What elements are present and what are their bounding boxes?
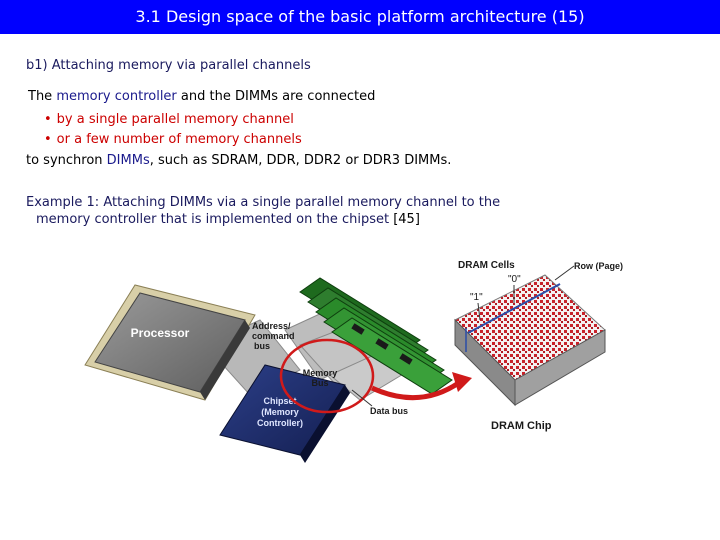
dram-chip-label: DRAM Chip — [491, 420, 552, 432]
address-bus-label-line2: command — [252, 331, 295, 341]
dimm-modules — [299, 277, 453, 395]
address-bus-label-line1: Address/ — [252, 321, 291, 331]
processor-label: Processor — [131, 326, 190, 340]
intro-highlight: memory controller — [56, 89, 177, 104]
bullet-list: by a single parallel memory channel or a… — [44, 110, 302, 150]
sync-suffix: , such as SDRAM, DDR, DDR2 or DDR3 DIMMs… — [149, 153, 452, 168]
sync-highlight: DIMMs — [106, 153, 150, 168]
section-heading: b1) Attaching memory via parallel channe… — [26, 58, 311, 73]
chipset-label-line3: Controller) — [257, 418, 303, 428]
dram-cells-label: DRAM Cells — [458, 260, 515, 271]
processor-chip: Processor — [84, 284, 256, 401]
intro-line: The memory controller and the DIMMs are … — [28, 89, 375, 104]
slide-title: 3.1 Design space of the basic platform a… — [0, 0, 720, 34]
memory-bus-label-line2: Bus — [311, 378, 328, 388]
dram-chip — [454, 274, 606, 407]
example-line-2-text: memory controller that is implemented on… — [36, 212, 390, 227]
cell-one-label: "1" — [470, 292, 483, 303]
arrow-head-icon — [452, 372, 472, 392]
intro-suffix: and the DIMMs are connected — [176, 89, 376, 104]
arrow-to-dram — [370, 379, 462, 401]
bullet-item: by a single parallel memory channel — [44, 110, 302, 130]
chipset-chip: Chipset (Memory Controller) — [219, 364, 350, 463]
sync-prefix: to synchron — [26, 153, 107, 168]
bullet-item: or a few number of memory channels — [44, 130, 302, 150]
intro-prefix: The — [28, 89, 57, 104]
sync-line: to synchron DIMMs, such as SDRAM, DDR, D… — [26, 153, 451, 168]
memory-bus-highlight — [279, 338, 375, 414]
example-text: Example 1: Attaching DIMMs via a single … — [26, 194, 500, 228]
address-bus-label-line3: bus — [254, 341, 270, 351]
chipset-label-line1: Chipset — [263, 396, 296, 406]
example-line-1: Example 1: Attaching DIMMs via a single … — [26, 195, 501, 210]
chipset-label-line2: (Memory — [261, 407, 299, 417]
cell-zero-label: "0" — [508, 274, 521, 285]
row-page-label: Row (Page) — [574, 261, 623, 271]
example-line-2: memory controller that is implemented on… — [26, 211, 500, 228]
data-bus-label: Data bus — [370, 406, 408, 416]
example-reference: [45] — [393, 212, 420, 227]
memory-bus-label-line1: Memory — [303, 368, 338, 378]
